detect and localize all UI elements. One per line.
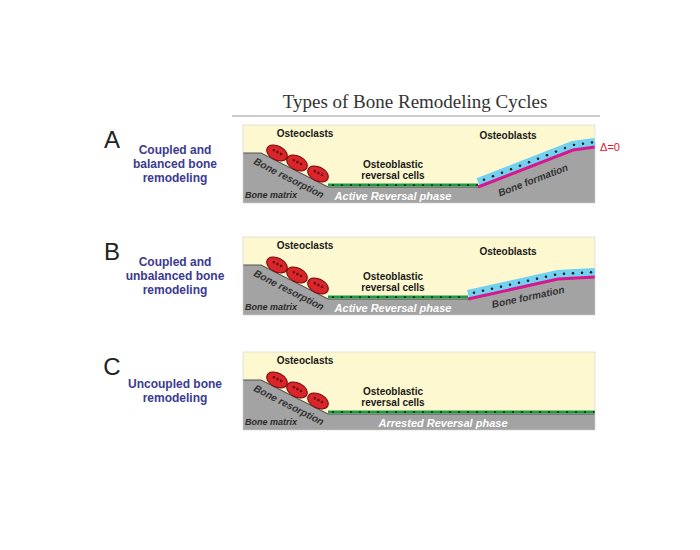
remodeling-panel bbox=[243, 125, 595, 203]
reversal-cells bbox=[328, 184, 478, 187]
marrow-space bbox=[243, 237, 595, 315]
phase-label: Arrested Reversal phase bbox=[378, 417, 507, 429]
reversal-cells bbox=[328, 411, 595, 414]
title-rule bbox=[232, 116, 600, 117]
cell-label: Osteoblastic reversal cells bbox=[348, 271, 438, 293]
panel-letter: B bbox=[104, 239, 120, 265]
cell-label: Osteoclasts bbox=[277, 128, 334, 139]
panel-letter: C bbox=[103, 354, 120, 380]
cell-label: Osteoblasts bbox=[479, 130, 536, 141]
cell-label: Osteoclasts bbox=[277, 240, 334, 251]
marrow-space bbox=[243, 352, 595, 430]
region-label: Bone matrix bbox=[245, 191, 297, 201]
panel-description: Coupled and balanced bone remodeling bbox=[115, 144, 235, 185]
cell-label: Osteoblasts bbox=[479, 246, 536, 257]
diagram-title: Types of Bone Remodeling Cycles bbox=[283, 92, 548, 113]
marrow-space bbox=[243, 125, 595, 203]
cell-label: Osteoblastic reversal cells bbox=[348, 159, 438, 181]
region-label: Bone matrix bbox=[245, 303, 297, 313]
phase-label: Active Reversal phase bbox=[335, 302, 452, 314]
phase-label: Active Reversal phase bbox=[335, 190, 452, 202]
reversal-cells bbox=[328, 296, 468, 299]
panel-description: Uncoupled bone remodeling bbox=[115, 378, 235, 406]
cell-label: Osteoclasts bbox=[277, 355, 334, 366]
region-label: Bone matrix bbox=[245, 418, 297, 428]
panel-letter: A bbox=[104, 127, 120, 153]
cell-label: Osteoblastic reversal cells bbox=[348, 386, 438, 408]
remodeling-panel bbox=[243, 352, 595, 430]
remodeling-panel bbox=[243, 237, 595, 315]
panel-description: Coupled and unbalanced bone remodeling bbox=[115, 256, 235, 297]
balance-label: Δ=0 bbox=[600, 141, 620, 153]
